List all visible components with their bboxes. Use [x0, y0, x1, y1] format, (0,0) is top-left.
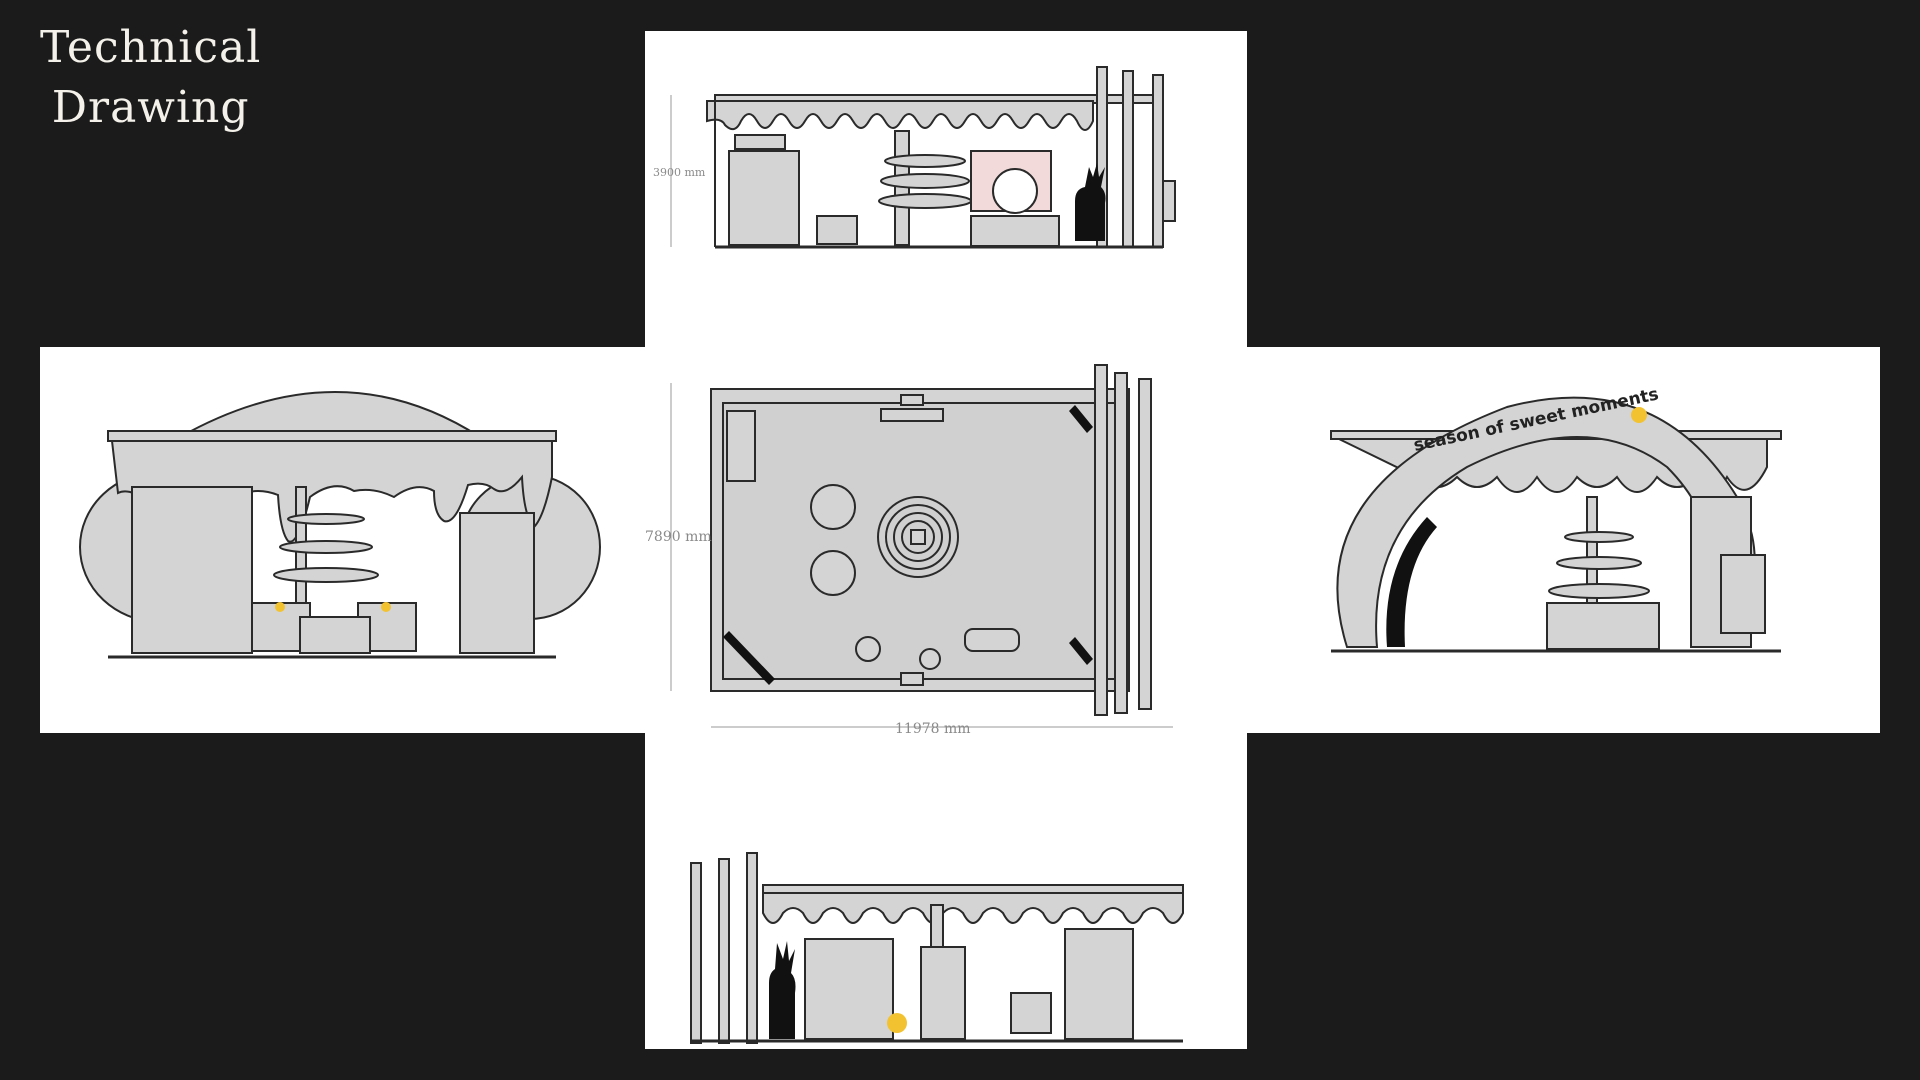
floor-plan-drawing: 7890 mm 11978 mm	[645, 364, 1173, 733]
front-wall-left	[131, 486, 253, 654]
cake-display	[1010, 992, 1052, 1034]
reindeer-icon	[769, 941, 796, 1039]
width-dimension-label: 11978 mm	[895, 721, 971, 733]
title-line-2: Drawing	[51, 82, 250, 133]
front-wall-right	[459, 512, 535, 654]
elevation-top-drawing: 3900 mm	[653, 66, 1176, 249]
spiral-tree-plan	[877, 496, 959, 578]
height-dimension-label: 3900 mm	[653, 166, 706, 179]
drip-icing-edge	[706, 100, 1094, 131]
depth-dimension-label: 7890 mm	[645, 529, 712, 545]
fridge-unit	[728, 150, 800, 246]
elevation-bottom-drawing	[690, 852, 1184, 1044]
reindeer-icon	[1075, 163, 1106, 241]
wheel-icon	[992, 168, 1038, 214]
front-wall-left	[804, 938, 894, 1040]
drip-icing-edge	[762, 892, 1184, 924]
service-counter	[970, 215, 1060, 247]
elevation-right-drawing: season of sweet moments	[1330, 384, 1782, 653]
elevation-view-top: 3900 mm	[645, 31, 1247, 347]
cake-display	[1546, 602, 1660, 650]
front-wall-right	[1064, 928, 1134, 1040]
elevation-view-right: season of sweet moments	[1247, 347, 1880, 733]
star-icon	[1631, 407, 1647, 423]
reindeer-icon	[1069, 405, 1093, 433]
elevation-left-drawing	[79, 391, 601, 659]
elevation-view-left	[40, 347, 645, 733]
mascot-icon	[887, 1013, 907, 1033]
wall-panel	[690, 862, 702, 1044]
canopy-roof	[762, 884, 1184, 894]
canopy-roof	[107, 430, 557, 442]
elevation-view-bottom	[645, 733, 1247, 1049]
round-table	[810, 484, 856, 530]
wall-panel	[1094, 364, 1108, 716]
floor-plan-view: 7890 mm 11978 mm	[645, 347, 1247, 733]
title-line-1: Technical	[40, 22, 262, 73]
page-title: Technical Drawing	[40, 18, 261, 138]
cake-display	[816, 215, 858, 245]
